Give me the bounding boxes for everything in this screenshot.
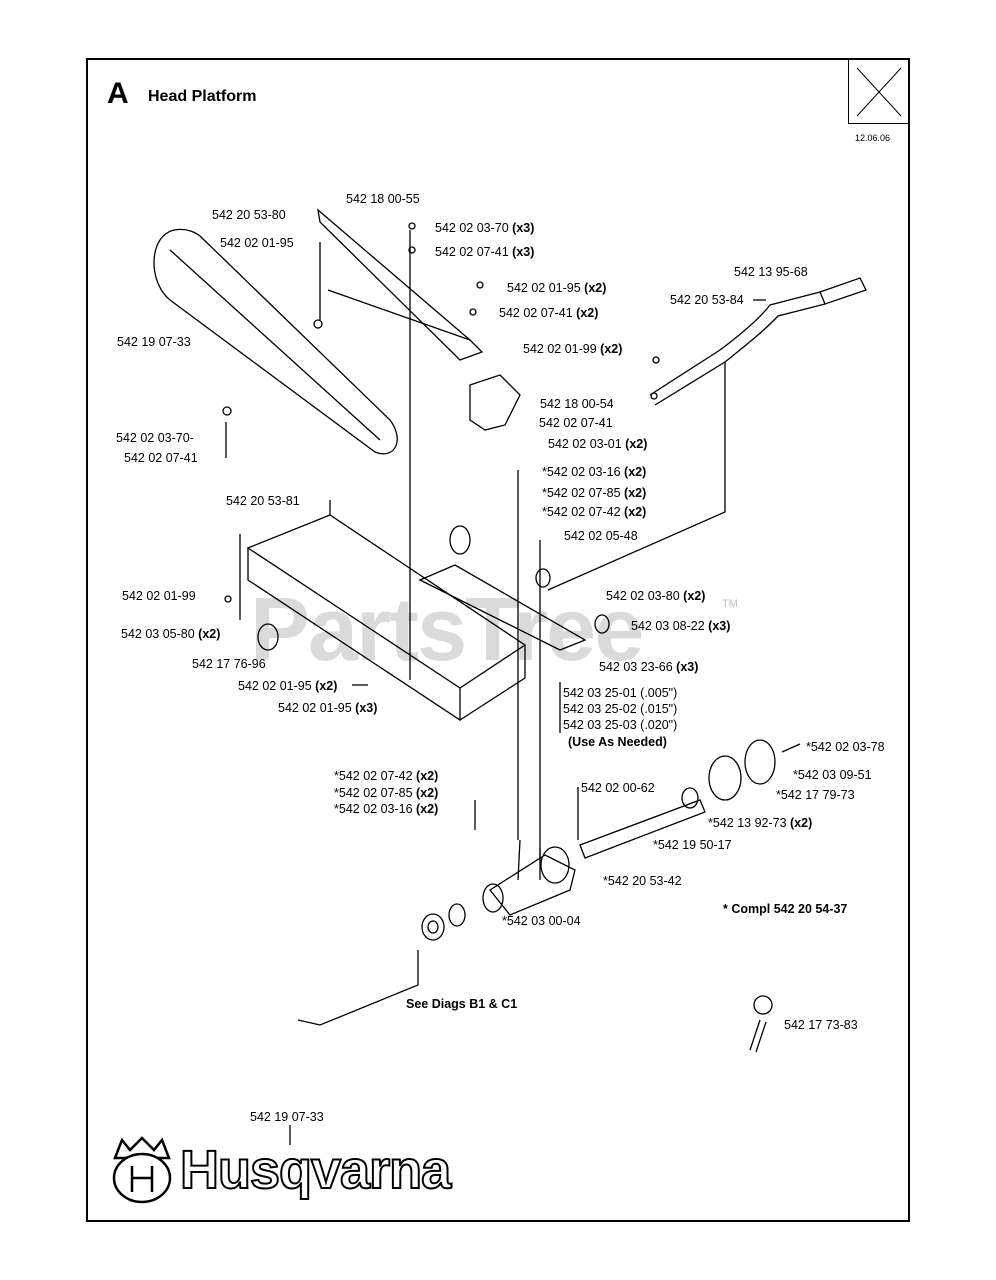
callout-542-03-25-02: 542 03 25-02 (.015") — [563, 702, 678, 716]
callout-542-03-25-03: 542 03 25-03 (.020") — [563, 718, 678, 732]
callout-542-02-07-42: *542 02 07-42 (x2) — [542, 505, 647, 519]
callout-542-18-00-55: 542 18 00-55 — [346, 192, 420, 206]
callout-542-02-07-41: 542 02 07-41 (x2) — [499, 306, 599, 320]
callout-542-02-03-01: 542 02 03-01 (x2) — [548, 437, 648, 451]
use-as-needed-note: (Use As Needed) — [568, 735, 667, 749]
complete-assembly-note: * Compl 542 20 54-37 — [723, 902, 848, 916]
callout-542-02-03-70: 542 02 03-70- — [116, 431, 194, 445]
callout-542-02-01-95: 542 02 01-95 — [220, 236, 294, 250]
callout-542-02-03-70: 542 02 03-70 (x3) — [435, 221, 535, 235]
callout-542-13-95-68: 542 13 95-68 — [734, 265, 808, 279]
diagram-frame — [86, 58, 910, 1222]
callout-542-02-01-99: 542 02 01-99 (x2) — [523, 342, 623, 356]
revision-date: 12.06.06 — [855, 133, 891, 143]
callout-542-03-08-22: 542 03 08-22 (x3) — [631, 619, 731, 633]
callout-542-20-53-80: 542 20 53-80 — [212, 208, 286, 222]
callout-542-03-23-66: 542 03 23-66 (x3) — [599, 660, 699, 674]
callout-542-02-07-41: 542 02 07-41 (x3) — [435, 245, 535, 259]
callout-542-02-03-78: *542 02 03-78 — [806, 740, 885, 754]
watermark-tm: TM — [722, 598, 738, 610]
section-letter: A — [107, 77, 129, 110]
callout-542-03-09-51: *542 03 09-51 — [793, 768, 872, 782]
callout-542-02-07-41: 542 02 07-41 — [124, 451, 198, 465]
callout-542-19-07-33: 542 19 07-33 — [117, 335, 191, 349]
callout-542-20-53-81: 542 20 53-81 — [226, 494, 300, 508]
orientation-icon — [848, 60, 908, 124]
callout-542-17-79-73: *542 17 79-73 — [776, 788, 855, 802]
callout-542-20-53-42: *542 20 53-42 — [603, 874, 682, 888]
callout-542-02-03-16: *542 02 03-16 (x2) — [334, 802, 439, 816]
see-diagrams-note: See Diags B1 & C1 — [406, 997, 518, 1011]
watermark: PartsTree — [250, 580, 644, 680]
callout-542-19-50-17: *542 19 50-17 — [653, 838, 732, 852]
callout-542-02-07-41: 542 02 07-41 — [539, 416, 613, 430]
callout-542-02-01-99: 542 02 01-99 — [122, 589, 196, 603]
section-title: Head Platform — [148, 88, 257, 105]
callout-542-02-01-95: 542 02 01-95 (x2) — [238, 679, 338, 693]
husqvarna-logo: Husqvarna — [179, 1139, 452, 1201]
callout-542-02-01-95: 542 02 01-95 (x3) — [278, 701, 378, 715]
callout-542-03-05-80: 542 03 05-80 (x2) — [121, 627, 221, 641]
callout-542-02-03-16: *542 02 03-16 (x2) — [542, 465, 647, 479]
husqvarna-crown-icon — [112, 1136, 172, 1204]
callout-542-02-05-48: 542 02 05-48 — [564, 529, 638, 543]
callout-542-02-07-42: *542 02 07-42 (x2) — [334, 769, 439, 783]
callout-542-02-00-62: 542 02 00-62 — [581, 781, 655, 795]
callout-542-13-92-73: *542 13 92-73 (x2) — [708, 816, 813, 830]
callout-542-17-73-83: 542 17 73-83 — [784, 1018, 858, 1032]
callout-542-03-25-01: 542 03 25-01 (.005") — [563, 686, 678, 700]
callout-542-20-53-84: 542 20 53-84 — [670, 293, 744, 307]
callout-542-02-03-80: 542 02 03-80 (x2) — [606, 589, 706, 603]
callout-542-18-00-54: 542 18 00-54 — [540, 397, 614, 411]
callout-542-02-01-95: 542 02 01-95 (x2) — [507, 281, 607, 295]
callout-542-02-07-85: *542 02 07-85 (x2) — [542, 486, 647, 500]
callout-542-02-07-85: *542 02 07-85 (x2) — [334, 786, 439, 800]
callout-542-03-00-04: *542 03 00-04 — [502, 914, 581, 928]
callout-542-19-07-33: 542 19 07-33 — [250, 1110, 324, 1124]
callout-542-17-76-96: 542 17 76-96 — [192, 657, 266, 671]
